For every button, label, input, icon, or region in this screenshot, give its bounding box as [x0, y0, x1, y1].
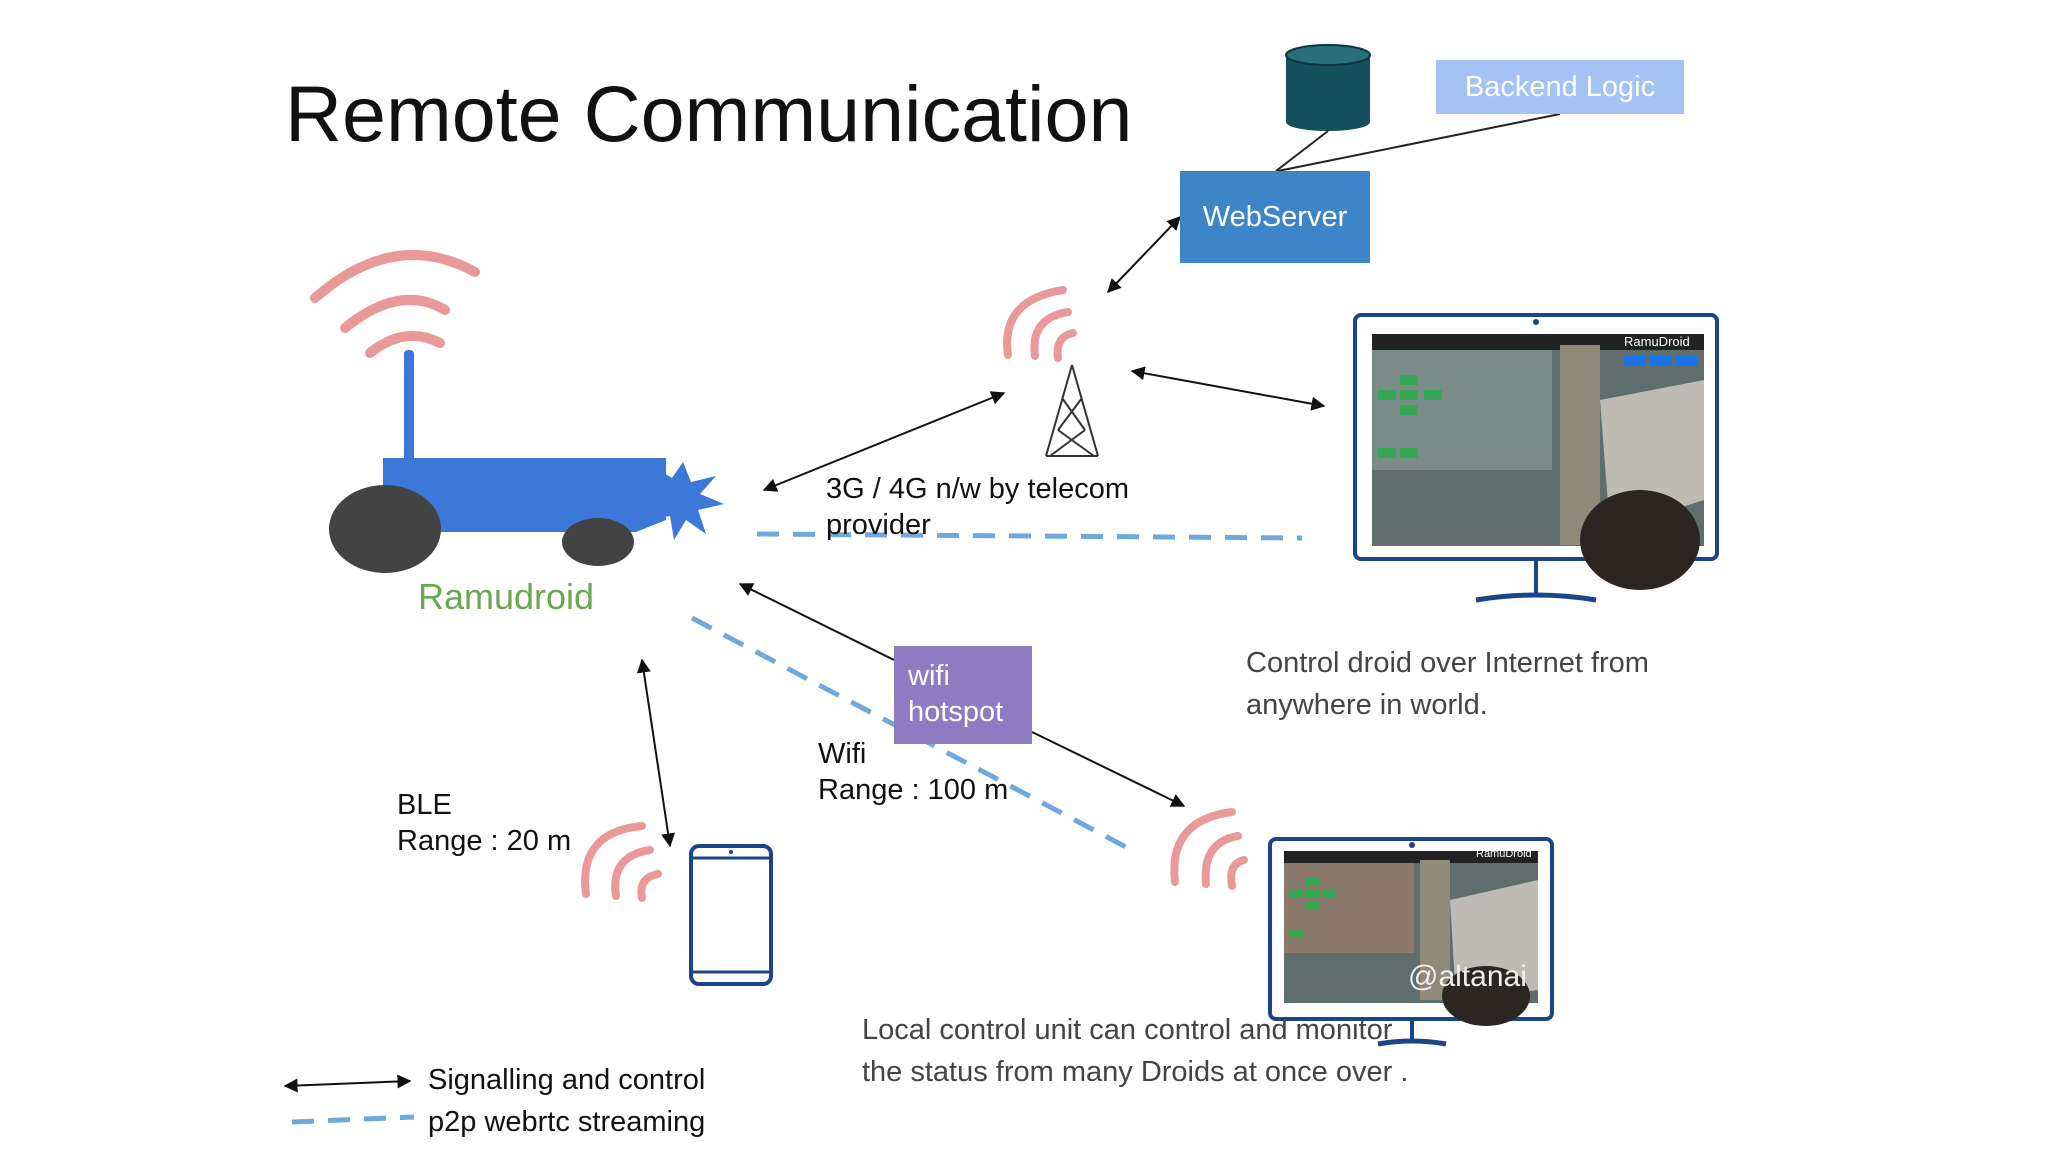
streaming-lines: [291, 531, 1303, 1125]
webserver-label: WebServer: [1202, 200, 1348, 233]
local-note: Local control unit can control and monit…: [862, 1009, 1408, 1093]
ble-label-line2: Range : 20 m: [397, 825, 572, 857]
cellular-label-line2: provider: [826, 509, 931, 541]
backend-to-webserver-line: [1277, 113, 1561, 172]
legend-arrow: [283, 1074, 412, 1093]
cellular-label-line1: 3G / 4G n/w by telecom: [826, 473, 1130, 505]
arrow-hotspot-local-monitor: [1031, 731, 1186, 807]
local-screen-app-title: RamuDroid: [1476, 848, 1532, 860]
phone-icon: [689, 844, 773, 986]
arrow-tower-webserver: [1107, 215, 1181, 294]
local-signal-waves: [1170, 808, 1248, 890]
backend-logic-box: Backend Logic: [1436, 60, 1684, 114]
database-icon: [1285, 44, 1371, 131]
cellular-link-label: 3G / 4G n/w by telecom provider: [826, 471, 1129, 543]
wifi-link-label: Wifi Range : 100 m: [818, 736, 1008, 808]
remote-monitor-icon: [1353, 313, 1719, 603]
robot-body: [383, 458, 666, 532]
legend-dashes: [291, 1114, 415, 1125]
local-monitor-icon: [1268, 837, 1554, 1047]
legend-streaming-label: p2p webrtc streaming: [428, 1106, 706, 1138]
signalling-arrows: [283, 215, 1326, 1093]
backend-logic-label: Backend Logic: [1464, 70, 1656, 103]
robot-rear-wheel: [329, 485, 441, 573]
db-to-webserver-line: [1275, 130, 1329, 172]
stream-robot-local: [690, 615, 1128, 850]
page-title: Remote Communication: [285, 69, 1133, 158]
cell-tower-icon: [1045, 364, 1099, 457]
tower-signal-waves: [1003, 286, 1077, 362]
internet-note-line2: anywhere in world.: [1246, 689, 1488, 721]
wifi-label-line2: Range : 100 m: [818, 774, 1009, 806]
internet-note-line1: Control droid over Internet from: [1246, 647, 1649, 679]
remote-screen-app-title: RamuDroid: [1624, 334, 1690, 349]
legend-signalling-label: Signalling and control: [428, 1064, 706, 1096]
wifi-hotspot-box: wifi hotspot: [894, 646, 1032, 744]
wifi-hotspot-label-line1: wifi: [908, 660, 950, 692]
internet-note: Control droid over Internet from anywher…: [1246, 642, 1649, 726]
ble-label-line1: BLE: [397, 789, 452, 821]
arrow-tower-monitor: [1130, 366, 1326, 411]
arrow-tower-robot: [762, 391, 1006, 492]
stream-robot-monitor: [756, 531, 1303, 541]
robot-antenna: [404, 350, 414, 462]
phone-signal-waves: [581, 822, 662, 902]
arrow-robot-phone: [636, 658, 676, 848]
robot-ramudroid: [329, 350, 724, 573]
robot-label: Ramudroid: [418, 576, 595, 617]
robot-front-wheel: [562, 518, 634, 566]
robot-signal-waves: [310, 250, 480, 358]
wifi-label-line1: Wifi: [818, 738, 867, 770]
local-note-line1: Local control unit can control and monit…: [862, 1014, 1393, 1046]
local-note-line2: the status from many Droids at once over…: [862, 1056, 1409, 1088]
wifi-hotspot-label-line2: hotspot: [908, 696, 1004, 728]
arrow-hotspot-robot: [738, 583, 895, 661]
ble-link-label: BLE Range : 20 m: [397, 787, 571, 859]
watermark: @altanai: [1408, 960, 1527, 993]
robot-starburst: [632, 462, 724, 540]
webserver-box: WebServer: [1180, 171, 1370, 263]
